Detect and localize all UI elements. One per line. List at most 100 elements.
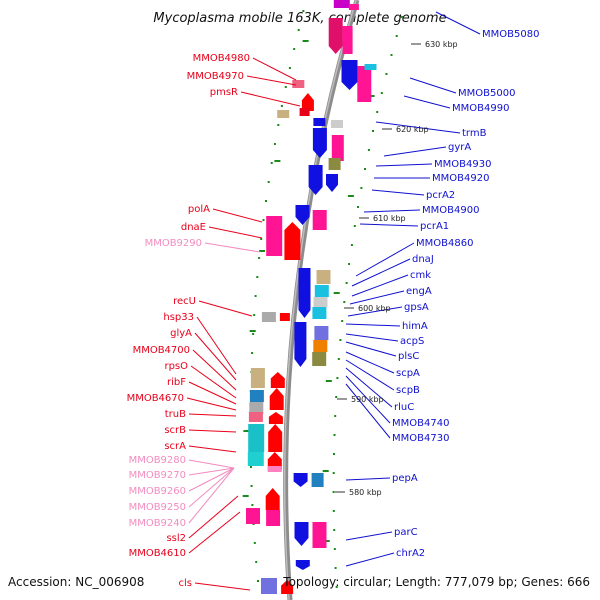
gene-box — [248, 412, 263, 422]
tick-dot — [250, 485, 253, 487]
gene-box — [342, 26, 353, 54]
scale-label: 580 kbp — [349, 488, 382, 497]
label-leader-line — [252, 57, 297, 81]
right-gene-label: MMOB4900 — [422, 205, 479, 216]
tick-dot — [277, 124, 280, 126]
gene-box — [292, 80, 305, 88]
gene-features — [246, 0, 377, 594]
gene-box — [316, 270, 331, 284]
tick-dot — [253, 314, 256, 316]
label-leader-line — [246, 75, 297, 86]
tick-dot — [357, 206, 359, 208]
label-leader-line — [188, 511, 241, 554]
tick-dash — [333, 292, 340, 294]
label-leaders — [186, 11, 481, 591]
tick-dot — [251, 352, 254, 354]
gene-box — [261, 312, 276, 322]
gene-arrow — [294, 522, 309, 546]
tick-dot — [339, 339, 342, 341]
left-gene-label: ssl2 — [166, 533, 186, 544]
right-gene-labels: MMOB5080MMOB5000MMOB4990trmBgyrAMMOB4930… — [392, 29, 539, 559]
label-leader-line — [192, 349, 237, 391]
tick-dot — [348, 263, 351, 265]
tick-dot — [267, 181, 270, 183]
gene-box — [314, 326, 329, 340]
gene-box — [250, 368, 265, 388]
label-leader-line — [188, 381, 237, 405]
left-gene-label: scrB — [164, 425, 186, 436]
gene-box — [247, 452, 264, 466]
gene-box — [328, 158, 341, 170]
tick-dash — [249, 330, 256, 332]
right-gene-label: MMOB4860 — [416, 238, 473, 249]
label-leader-line — [409, 77, 457, 94]
tick-dash — [302, 40, 309, 42]
label-leader-line — [403, 95, 451, 109]
gene-arrow — [268, 412, 283, 424]
left-gene-label: pmsR — [210, 87, 238, 98]
tick-dot — [350, 244, 353, 246]
label-leader-line — [186, 397, 237, 411]
label-leader-line — [347, 306, 403, 317]
right-gene-label: pcrA2 — [426, 190, 455, 201]
right-gene-label: rluC — [394, 402, 414, 413]
label-leader-line — [196, 316, 237, 375]
tick-dot — [284, 86, 287, 88]
gene-arrow — [284, 222, 301, 260]
left-gene-label: rpsO — [164, 361, 188, 372]
gene-box — [266, 510, 281, 526]
scale-label: 610 kbp — [373, 214, 406, 223]
tick-dash — [323, 540, 330, 542]
tick-dot — [401, 16, 404, 18]
gene-box — [312, 352, 327, 366]
gene-box — [357, 66, 372, 102]
tick-dash — [243, 430, 250, 432]
tick-dot — [337, 358, 340, 360]
tick-dot — [250, 466, 252, 468]
tick-dot — [395, 35, 398, 37]
tick-dot — [335, 586, 338, 588]
right-gene-label: trmB — [462, 128, 487, 139]
tick-dot — [372, 130, 374, 132]
tick-dot — [288, 67, 291, 69]
label-leader-line — [188, 467, 235, 476]
right-gene-label: acpS — [400, 336, 424, 347]
tick-dot — [360, 187, 363, 189]
right-gene-label: MMOB4740 — [392, 418, 449, 429]
label-leader-line — [188, 445, 237, 453]
scale-label: 590 kbp — [351, 395, 384, 404]
tick-dot — [364, 168, 366, 170]
left-gene-label: MMOB4670 — [127, 393, 184, 404]
gene-box — [312, 210, 327, 230]
gene-arrow — [312, 128, 327, 158]
gene-box — [299, 108, 310, 116]
left-gene-label: glyA — [170, 328, 192, 339]
label-leader-line — [188, 467, 235, 524]
tick-dot — [343, 301, 346, 303]
right-gene-label: MMOB4920 — [432, 173, 489, 184]
scale-label: 620 kbp — [396, 125, 429, 134]
label-leader-line — [198, 300, 253, 317]
label-leader-line — [190, 365, 237, 399]
tick-dot — [333, 529, 336, 531]
tick-dash — [259, 250, 266, 252]
tick-dot — [302, 10, 305, 12]
right-gene-label: scpA — [396, 368, 420, 379]
gene-box — [313, 297, 328, 307]
right-gene-label: plsC — [398, 351, 419, 362]
label-leader-line — [363, 209, 421, 213]
gene-box — [277, 110, 290, 118]
right-gene-label: engA — [406, 286, 432, 297]
left-gene-label: ribF — [167, 377, 186, 388]
right-gene-label: cmk — [410, 270, 431, 281]
gene-arrow — [267, 452, 282, 470]
gene-arrow — [308, 165, 323, 195]
right-gene-label: parC — [394, 527, 418, 538]
left-gene-label: MMOB9270 — [129, 470, 186, 481]
label-leader-line — [188, 495, 239, 539]
tick-dot — [332, 510, 335, 512]
gene-box — [331, 135, 344, 161]
gene-box — [313, 340, 328, 352]
label-leader-line — [351, 258, 411, 287]
